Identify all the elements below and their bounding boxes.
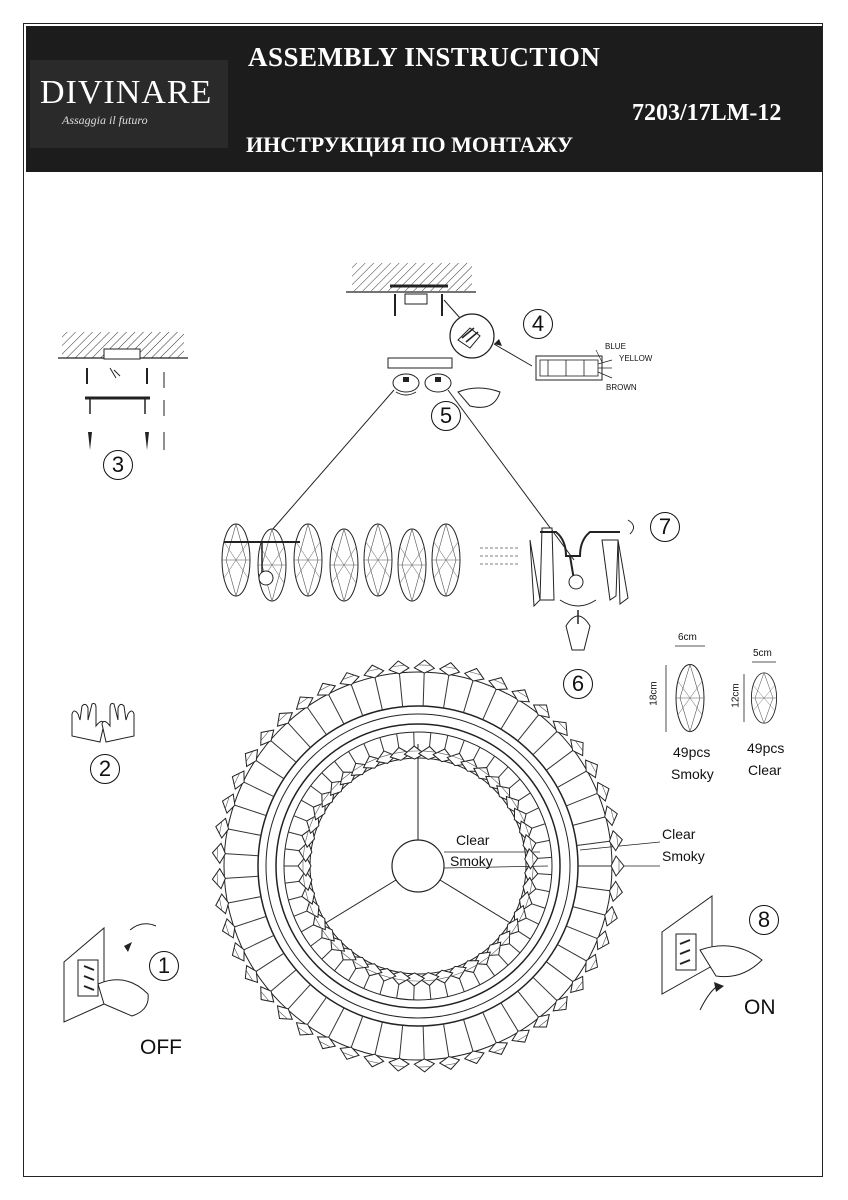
- ring-crystal: [291, 690, 317, 714]
- step-5-marker: 5: [431, 401, 461, 431]
- ring-crystal: [313, 1031, 339, 1054]
- ring-crystal: [592, 778, 614, 804]
- step-8-marker: 8: [749, 905, 779, 935]
- ring-inner-smoky-label: Smoky: [450, 853, 493, 869]
- smoky-count-label: 49pcs: [673, 744, 711, 760]
- ring-crystal: [580, 951, 603, 977]
- ring-crystal: [592, 928, 614, 954]
- ring-crystal: [291, 1018, 317, 1042]
- smoky-width-label: 6cm: [678, 632, 697, 643]
- step-7-marker: 7: [650, 512, 680, 542]
- wire-yellow-label: YELLOW: [619, 354, 653, 363]
- step-6-marker: 6: [563, 669, 593, 699]
- gloves-icon: [71, 703, 135, 743]
- ring-crystal: [610, 855, 625, 877]
- ring-crystal: [413, 659, 436, 674]
- brand-logo: [30, 60, 228, 148]
- ring-crystal: [566, 972, 590, 998]
- step-4-marker: 4: [523, 309, 553, 339]
- step-3-marker: 3: [103, 450, 133, 480]
- model-number: 7203/17LM-12: [632, 100, 782, 126]
- ring-outer-smoky-label: Smoky: [662, 848, 705, 864]
- step-2-marker: 2: [90, 754, 120, 784]
- ring-crystal: [438, 1054, 462, 1072]
- canopy-diagram: [346, 263, 613, 408]
- ring-crystal: [607, 880, 625, 903]
- ring-crystal: [227, 940, 249, 965]
- clear-height-label: 12cm: [730, 683, 742, 708]
- brand-name: DIVINARE: [40, 74, 213, 111]
- ring-chandelier-top-view: [211, 659, 661, 1073]
- ceiling-mount-diagram: [58, 332, 188, 450]
- wire-brown-label: BROWN: [606, 383, 637, 392]
- switch-on-label: ON: [744, 996, 776, 1019]
- clear-count-label: 49pcs: [747, 740, 785, 756]
- ring-crystal: [462, 1047, 487, 1067]
- ring-crystal: [361, 1051, 386, 1070]
- ring-crystal: [218, 791, 239, 816]
- switch-off-diagram: [63, 923, 157, 1023]
- ring-crystal: [313, 678, 339, 701]
- title-russian: ИНСТРУКЦИЯ ПО МОНТАЖУ: [246, 132, 574, 157]
- step-1-marker: 1: [149, 951, 179, 981]
- page-frame: [23, 23, 823, 1177]
- ring-crystal: [336, 668, 362, 689]
- ring-crystal: [486, 673, 512, 695]
- chandelier-side-view: [221, 519, 634, 651]
- ring-crystal: [580, 755, 603, 781]
- ring-crystal: [566, 734, 590, 760]
- smoky-type-label: Smoky: [671, 766, 714, 782]
- ring-crystal: [413, 1058, 436, 1073]
- ring-crystal: [239, 962, 263, 988]
- ring-crystal: [607, 829, 625, 852]
- ring-inner-clear-label: Clear: [456, 832, 490, 848]
- ring-crystal: [508, 1025, 534, 1048]
- ring-crystal: [218, 916, 239, 941]
- clear-crystal-spec: [743, 661, 778, 724]
- clear-width-label: 5cm: [753, 648, 772, 659]
- smoky-crystal-spec: [665, 645, 705, 732]
- ring-crystal: [601, 803, 621, 828]
- title-english: ASSEMBLY INSTRUCTION: [248, 42, 601, 72]
- ring-crystal: [462, 665, 487, 685]
- ring-crystal: [239, 744, 263, 770]
- ring-crystal: [438, 660, 462, 678]
- ring-crystal: [227, 767, 249, 792]
- wire-blue-label: BLUE: [605, 342, 626, 351]
- ring-crystal: [508, 684, 534, 707]
- ring-crystal: [601, 904, 621, 929]
- ring-crystal: [361, 662, 386, 681]
- switch-on-diagram: [661, 895, 763, 1011]
- ring-crystal: [336, 1043, 362, 1064]
- ring-crystal: [213, 816, 231, 840]
- brand-tagline: Assaggia il futuro: [62, 113, 148, 127]
- clear-type-label: Clear: [748, 762, 782, 778]
- switch-off-label: OFF: [140, 1036, 182, 1059]
- smoky-height-label: 18cm: [648, 681, 660, 706]
- ring-crystal: [213, 892, 231, 916]
- ring-crystal: [486, 1037, 512, 1059]
- ring-outer-clear-label: Clear: [662, 826, 696, 842]
